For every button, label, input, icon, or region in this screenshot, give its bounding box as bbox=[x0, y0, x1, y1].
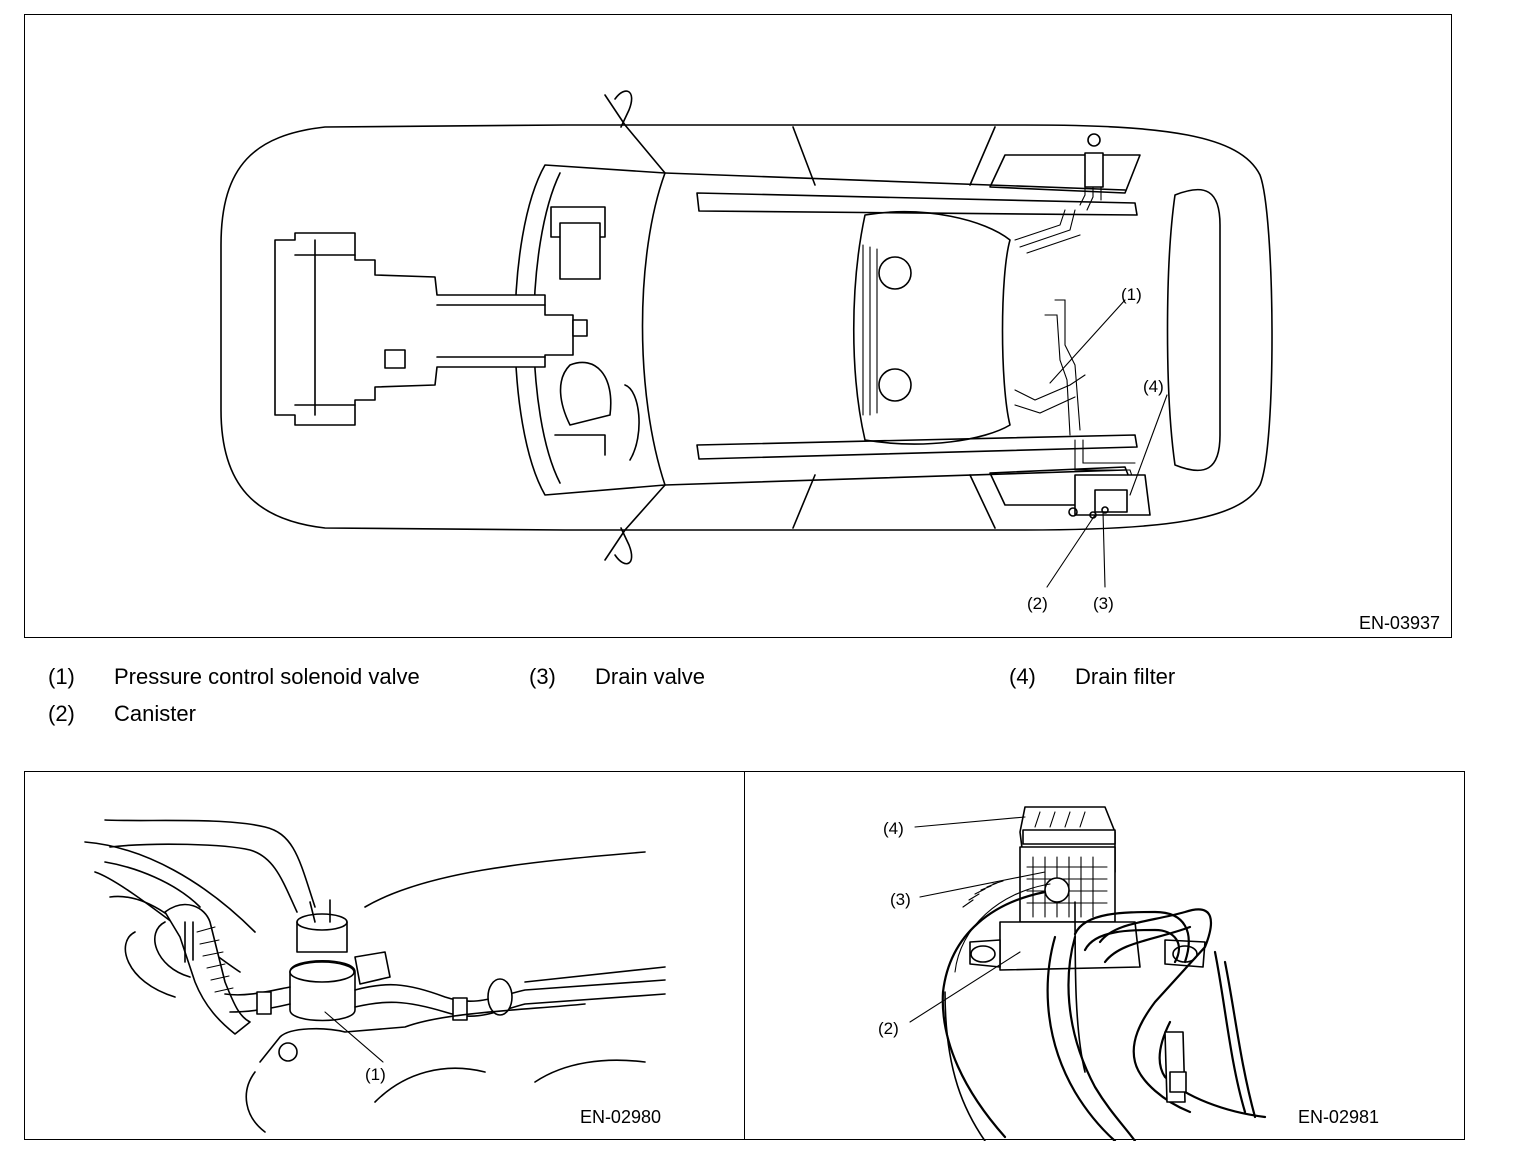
leader-2-br bbox=[909, 951, 1021, 1023]
figure-code-br: EN-02981 bbox=[1298, 1107, 1379, 1127]
leader-4-br bbox=[914, 816, 1026, 828]
vehicle-underbody-diagram: (1) (4) (2) (3) EN-03937 bbox=[220, 90, 1440, 633]
callout-3-br: (3) bbox=[890, 890, 911, 909]
leader-4 bbox=[1129, 394, 1168, 496]
car-body-outline bbox=[220, 124, 1273, 531]
callout-4-br: (4) bbox=[883, 819, 904, 838]
canister-drain-diagram: (4) (3) (2) EN-02981 bbox=[878, 806, 1379, 1141]
figure-code: EN-03937 bbox=[1359, 613, 1440, 633]
leader-1 bbox=[1049, 299, 1126, 384]
callout-4: (4) bbox=[1143, 377, 1164, 396]
canister-figure-panel: (4) (3) (2) EN-02981 bbox=[744, 771, 1465, 1141]
callout-1: (1) bbox=[1121, 285, 1142, 304]
callout-1-bl: (1) bbox=[365, 1065, 386, 1084]
leader-2 bbox=[1046, 514, 1096, 588]
front-glass-outline bbox=[514, 164, 666, 496]
parts-legend: (1) Pressure control solenoid valve (2) … bbox=[48, 664, 1176, 726]
callout-3: (3) bbox=[1093, 594, 1114, 613]
main-figure-panel: (1) (4) (2) (3) EN-03937 bbox=[24, 14, 1452, 638]
leader-3-br bbox=[919, 871, 1046, 898]
callout-2-br: (2) bbox=[878, 1019, 899, 1038]
fuel-tank-outline bbox=[852, 211, 1011, 445]
leader-3 bbox=[1102, 511, 1106, 588]
callout-2: (2) bbox=[1027, 594, 1048, 613]
leader-1-bl bbox=[324, 1011, 384, 1063]
engine-transmission bbox=[274, 232, 588, 426]
solenoid-valve-diagram: (1) EN-02980 bbox=[84, 819, 666, 1133]
solenoid-valve-figure-panel: (1) EN-02980 bbox=[24, 771, 745, 1140]
figure-code-bl: EN-02980 bbox=[580, 1107, 661, 1127]
